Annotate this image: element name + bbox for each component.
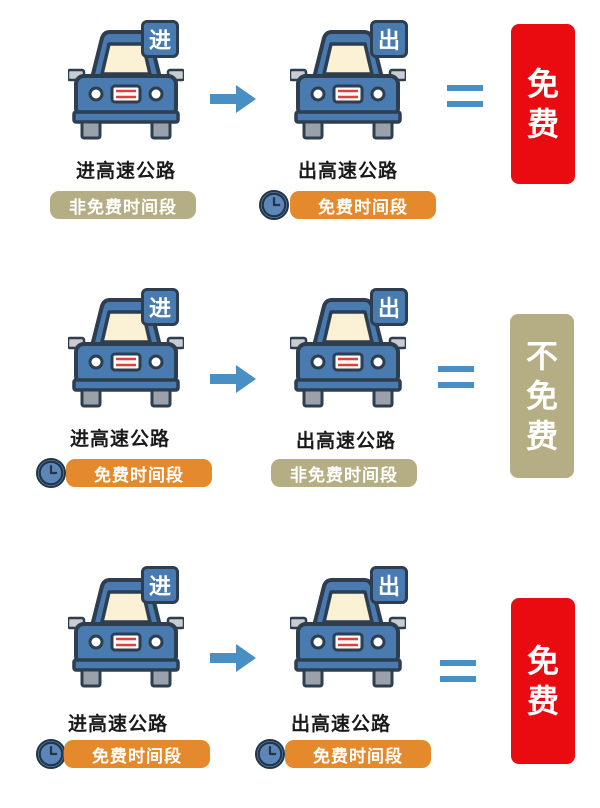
arrow-right-icon (210, 644, 256, 672)
enter-road-label: 进高速公路 (75, 160, 176, 182)
exit-road-label: 出高速公路 (295, 430, 396, 452)
enter-road-label: 进高速公路 (67, 713, 168, 735)
scenario-row-1: 进 进高速公路 非免费时间段 出 出高速公路 免费时间段 免 费 (0, 0, 600, 260)
car-icon (290, 578, 406, 688)
result-char: 不 (525, 337, 558, 375)
enter-period-pill: 免费时间段 (66, 459, 212, 487)
result-free-badge: 免 费 (511, 24, 575, 184)
equals-icon (438, 366, 474, 388)
arrow-right-icon (210, 85, 256, 113)
result-char: 费 (526, 105, 559, 143)
result-char: 免 (526, 642, 559, 680)
enter-road-label: 进高速公路 (69, 428, 170, 450)
result-char: 费 (526, 682, 559, 720)
equals-icon (447, 85, 483, 107)
car-icon (290, 298, 406, 408)
exit-badge: 出 (370, 20, 408, 58)
clock-icon (36, 739, 66, 769)
clock-icon (36, 458, 66, 488)
enter-badge: 进 (141, 20, 179, 58)
exit-period-pill: 免费时间段 (290, 191, 436, 219)
enter-badge: 进 (141, 566, 179, 604)
exit-period-pill: 非免费时间段 (271, 459, 417, 487)
result-char: 免 (526, 65, 559, 103)
scenario-row-3: 进 进高速公路 免费时间段 出 出高速公路 免费时间段 免 费 (0, 548, 600, 808)
exit-badge: 出 (370, 288, 408, 326)
enter-period-pill: 免费时间段 (64, 740, 210, 768)
clock-icon (255, 739, 285, 769)
exit-badge: 出 (370, 566, 408, 604)
exit-period-pill: 免费时间段 (285, 740, 431, 768)
equals-icon (440, 660, 476, 682)
result-not-free-badge: 不 免 费 (510, 314, 574, 478)
car-icon (290, 30, 406, 140)
scenario-row-2: 进 进高速公路 免费时间段 出 出高速公路 非免费时间段 不 免 费 (0, 268, 600, 528)
enter-period-pill: 非免费时间段 (50, 191, 196, 219)
clock-icon (259, 190, 289, 220)
arrow-right-icon (210, 365, 256, 393)
exit-road-label: 出高速公路 (297, 160, 398, 182)
car-icon (68, 298, 184, 408)
enter-badge: 进 (141, 288, 179, 326)
exit-road-label: 出高速公路 (290, 713, 391, 735)
result-free-badge: 免 费 (511, 598, 575, 764)
result-char: 免 (525, 377, 558, 415)
result-char: 费 (525, 417, 558, 455)
